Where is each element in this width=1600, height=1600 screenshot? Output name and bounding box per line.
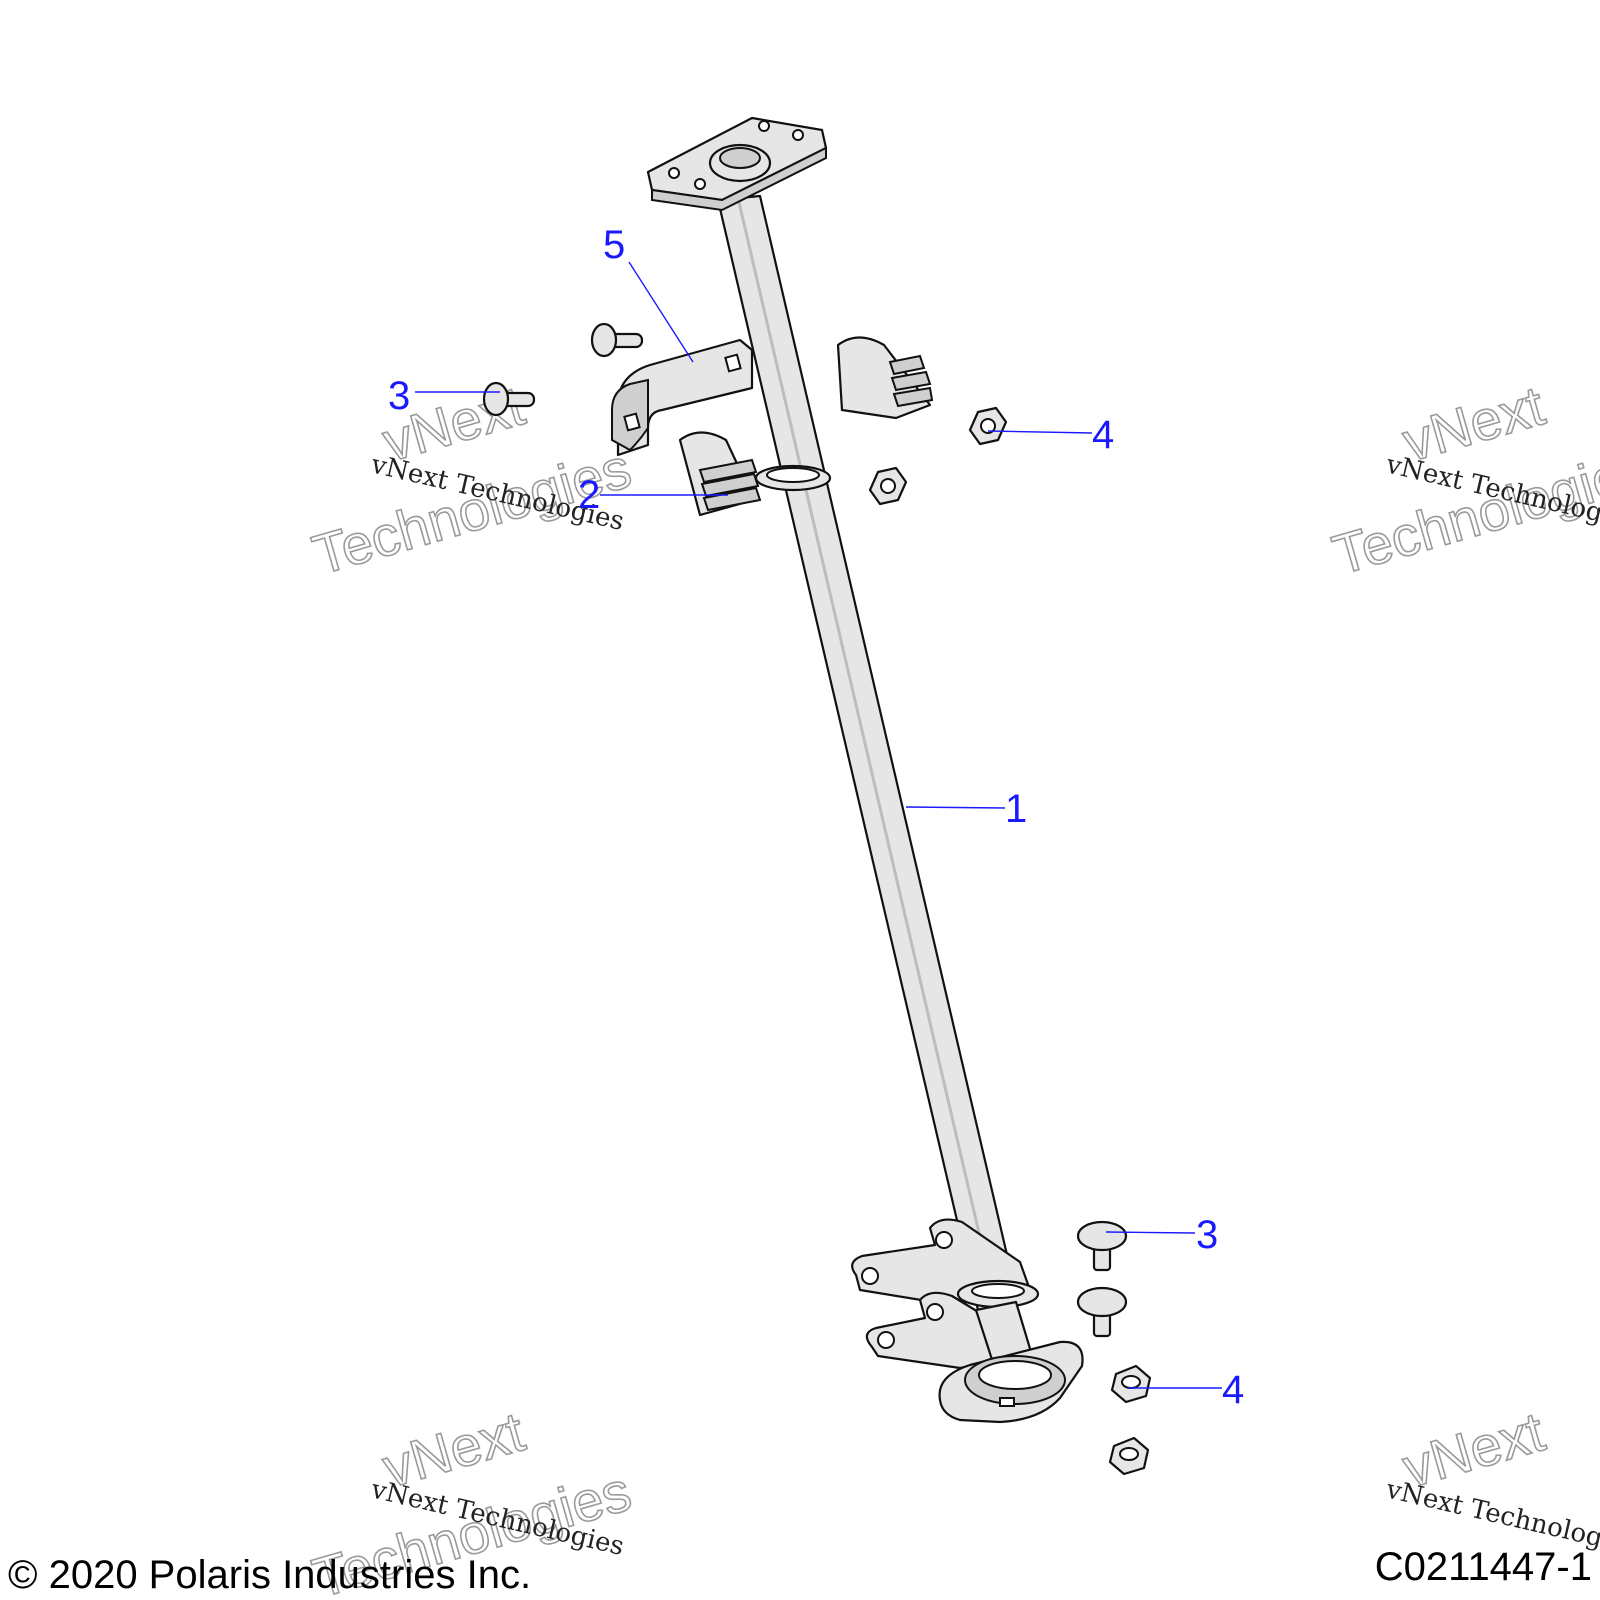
bolt-upper-a bbox=[590, 322, 644, 358]
callout-label: 3 bbox=[1196, 1213, 1218, 1257]
bracket-hole bbox=[877, 1331, 895, 1349]
callout-2: 2 bbox=[578, 473, 728, 517]
nut-upper-right bbox=[968, 406, 1008, 446]
bushing-rib bbox=[700, 472, 760, 498]
leader-line bbox=[1105, 1231, 1196, 1234]
leader-line bbox=[987, 430, 1093, 434]
base-flange bbox=[938, 1340, 1084, 1424]
plate-hole bbox=[694, 178, 706, 190]
bracket-hole bbox=[935, 1231, 953, 1249]
watermark-bottom-right: vNext vNext Technologies bbox=[1382, 1399, 1600, 1562]
clamp-bracket bbox=[611, 338, 754, 457]
nut-upper-mid bbox=[868, 466, 908, 506]
nut-bore bbox=[1119, 1447, 1139, 1461]
nut-bore bbox=[980, 418, 996, 434]
callout-label: 4 bbox=[1092, 413, 1114, 457]
watermark-top-right: vNext Technologies vNext Technologies bbox=[1325, 373, 1600, 588]
bushing-rib bbox=[698, 458, 758, 484]
bolt-head bbox=[590, 322, 618, 358]
nut-bore bbox=[880, 478, 896, 494]
nut-lower-b bbox=[1108, 1436, 1150, 1476]
plate-hole bbox=[792, 129, 804, 141]
plate-hole bbox=[758, 120, 770, 132]
callout-3-top: 3 bbox=[388, 374, 500, 418]
bushing-rib bbox=[892, 386, 934, 408]
plate-hole bbox=[668, 167, 680, 179]
callout-label: 1 bbox=[1005, 787, 1027, 831]
bushing-right bbox=[836, 336, 934, 420]
callout-4-top: 4 bbox=[987, 413, 1114, 457]
carriage-bolt-b bbox=[1076, 1286, 1128, 1338]
nut-lower-a bbox=[1110, 1364, 1152, 1404]
shaft-collar-inner bbox=[766, 467, 820, 483]
clamp-slot bbox=[724, 353, 742, 373]
copyright-text: © 2020 Polaris Industries Inc. bbox=[8, 1553, 531, 1597]
bushing-left bbox=[678, 431, 762, 517]
bolt-head bbox=[1076, 1286, 1128, 1318]
lower-collar-inner bbox=[971, 1283, 1025, 1299]
bracket-hole bbox=[861, 1267, 879, 1285]
bolt-head bbox=[482, 381, 510, 417]
clamp-slot bbox=[623, 412, 641, 432]
callout-5: 5 bbox=[603, 223, 694, 363]
leader-line bbox=[628, 261, 694, 363]
bushing-rib bbox=[890, 370, 932, 392]
flange-bore bbox=[978, 1360, 1052, 1390]
flange-tab bbox=[999, 1397, 1015, 1407]
shaft-highlight bbox=[736, 197, 998, 1307]
top-mount-plate bbox=[646, 116, 828, 212]
callout-4-bottom: 4 bbox=[1128, 1368, 1244, 1412]
bushing-rib bbox=[888, 354, 926, 376]
lower-bracket-lower bbox=[865, 1291, 1010, 1370]
callout-3-bottom: 3 bbox=[1105, 1213, 1218, 1257]
bracket-hole bbox=[926, 1303, 944, 1321]
plate-boss-top bbox=[719, 147, 761, 169]
bushing-rib bbox=[702, 486, 762, 512]
callout-label: 4 bbox=[1222, 1368, 1244, 1412]
callout-label: 5 bbox=[603, 223, 625, 267]
bolt-upper-b bbox=[482, 381, 536, 417]
leader-line bbox=[905, 806, 1006, 809]
carriage-bolt-a bbox=[1076, 1220, 1128, 1272]
bolt-head bbox=[1076, 1220, 1128, 1252]
part-code-text: C0211447-1 bbox=[1375, 1545, 1592, 1589]
plate-edge bbox=[651, 146, 827, 212]
callout-label: 2 bbox=[578, 473, 600, 517]
callout-1: 1 bbox=[905, 787, 1027, 831]
nut-bore bbox=[1121, 1375, 1141, 1389]
callout-label: 3 bbox=[388, 374, 410, 418]
